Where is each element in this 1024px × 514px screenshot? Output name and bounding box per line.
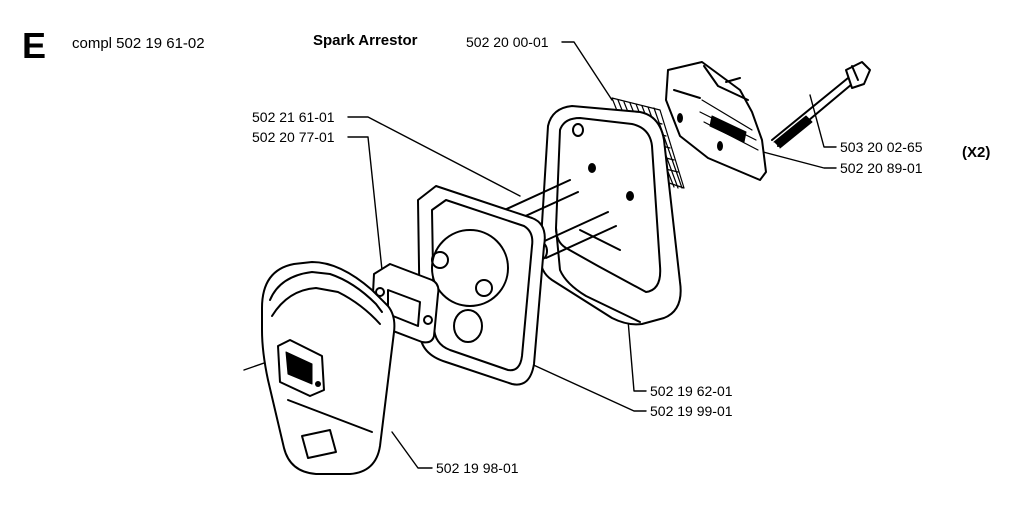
part-number-label: 502 19 98-01 — [436, 460, 519, 476]
part-number-label: 503 20 02-65 — [840, 139, 923, 155]
section-letter: E — [22, 25, 47, 66]
part-number-label: 502 20 00-01 — [466, 34, 549, 50]
leader-502-20-77-01 — [347, 136, 383, 271]
quantity-note: (X2) — [962, 144, 991, 161]
part-number-label: 502 19 62-01 — [650, 383, 733, 399]
leader-502-20-00-01 — [561, 41, 613, 101]
part-number-label: 502 19 99-01 — [650, 403, 733, 419]
front-cover — [261, 261, 396, 475]
diagram-title: Spark Arrestor — [313, 32, 418, 49]
leader-lines — [243, 41, 837, 469]
part-number-label: 502 20 89-01 — [840, 160, 923, 176]
leader-502-19-98-01 — [391, 431, 433, 469]
gasket-plate — [417, 185, 546, 386]
part-number-label: 502 20 77-01 — [252, 129, 335, 145]
muffler-body — [539, 105, 682, 326]
rear-cover — [665, 61, 767, 181]
leader-503-20-02-65 — [809, 94, 837, 148]
assembly-reference: compl 502 19 61-02 — [72, 35, 205, 52]
leader-502-19-99-01 — [515, 356, 647, 412]
leader-502-20-89-01 — [747, 147, 837, 169]
leader-502-19-62-01 — [627, 319, 647, 392]
bolt — [771, 61, 871, 149]
leader-502-21-61-01 — [347, 116, 521, 197]
part-number-label: 502 21 61-01 — [252, 109, 335, 125]
